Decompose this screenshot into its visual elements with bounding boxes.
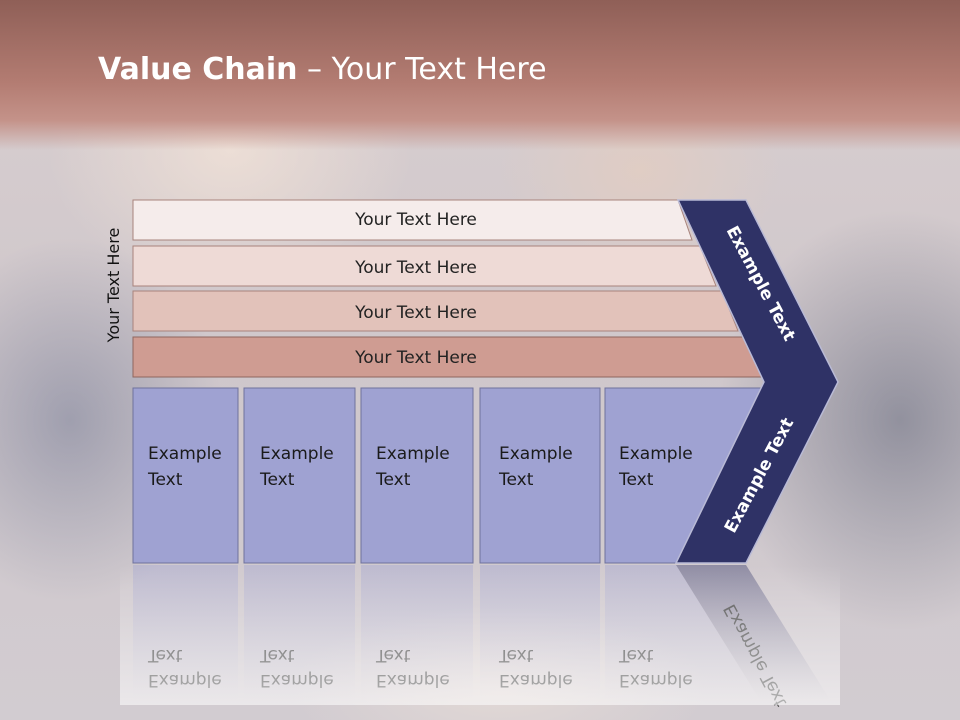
primary-box-text: Example <box>619 444 693 464</box>
primary-box-text: Example <box>499 444 573 464</box>
primary-boxes: Example Text Example Text Example Text E… <box>132 387 763 564</box>
primary-box-text: Text <box>147 470 183 490</box>
title-band <box>0 0 960 150</box>
primary-box-text: Example <box>260 444 334 464</box>
primary-box <box>132 387 239 564</box>
primary-box-text: Example <box>376 444 450 464</box>
support-row <box>132 199 693 241</box>
support-row <box>132 245 717 287</box>
support-row-label: Your Text Here <box>354 303 477 323</box>
primary-box-text: Text <box>618 470 654 490</box>
primary-box-text: Text <box>375 470 411 490</box>
primary-box-text: Text <box>259 470 295 490</box>
chevron-shape <box>674 199 839 564</box>
support-row-label: Your Text Here <box>354 258 477 278</box>
support-row <box>132 290 739 332</box>
primary-box-text: Example <box>148 444 222 464</box>
primary-box-text: Text <box>498 470 534 490</box>
support-row-label: Your Text Here <box>354 210 477 230</box>
title-rest: – Your Text Here <box>297 52 547 87</box>
reflection: Example Text Example Text Example Text E… <box>120 565 840 710</box>
primary-box <box>360 387 474 564</box>
support-row-label: Your Text Here <box>354 348 477 368</box>
title-bold: Value Chain <box>98 52 298 87</box>
support-rows: Your Text Here Your Text Here Your Text … <box>132 199 763 378</box>
primary-box <box>479 387 601 564</box>
page-title: Value Chain – Your Text Here <box>98 52 547 87</box>
primary-box <box>243 387 356 564</box>
